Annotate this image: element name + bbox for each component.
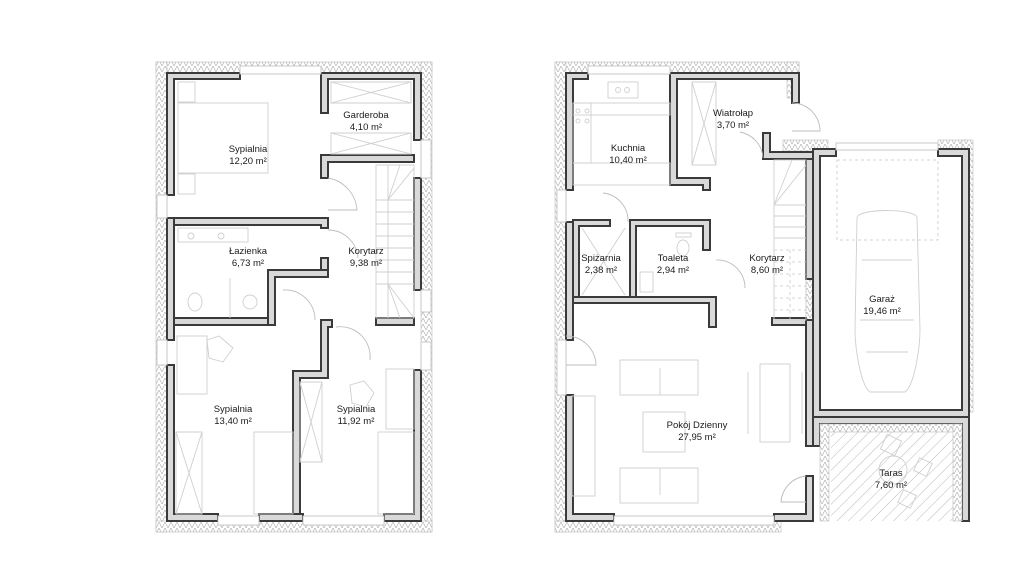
room-name: Garderoba bbox=[343, 110, 389, 121]
room-name: Łazienka bbox=[228, 246, 268, 257]
room-name: Korytarz bbox=[348, 246, 384, 257]
room-label-sypialnia-1: Sypialnia 12,20 m² bbox=[229, 144, 268, 168]
room-name: Wiatrołap bbox=[712, 108, 754, 119]
room-name: Garaż bbox=[869, 294, 895, 305]
room-area: 11,92 m² bbox=[337, 416, 375, 427]
upper-floor-plan bbox=[155, 61, 433, 533]
room-name: Sypialnia bbox=[228, 144, 268, 155]
room-label-korytarz-ground: Korytarz 8,60 m² bbox=[749, 253, 784, 277]
room-label-sypialnia-2: Sypialnia 13,40 m² bbox=[214, 404, 253, 428]
room-area: 8,60 m² bbox=[750, 265, 784, 276]
room-name: Toaleta bbox=[657, 253, 689, 264]
room-label-lazienka: Łazienka 6,73 m² bbox=[229, 246, 267, 270]
room-name: Sypialnia bbox=[336, 404, 376, 415]
room-area: 10,40 m² bbox=[609, 155, 647, 166]
room-label-pokoj-dzienny: Pokój Dzienny 27,95 m² bbox=[667, 420, 728, 444]
room-name: Pokój Dzienny bbox=[666, 420, 728, 431]
room-label-toaleta: Toaleta 2,94 m² bbox=[657, 253, 689, 277]
room-name: Kuchnia bbox=[610, 143, 646, 154]
room-label-kuchnia: Kuchnia 10,40 m² bbox=[609, 143, 647, 167]
room-area: 12,20 m² bbox=[229, 156, 267, 167]
room-area: 2,38 m² bbox=[584, 265, 618, 276]
room-area: 4,10 m² bbox=[349, 122, 383, 133]
room-label-garderoba: Garderoba 4,10 m² bbox=[343, 110, 388, 134]
room-label-garaz: Garaż 19,46 m² bbox=[863, 294, 901, 318]
ground-floor-plan bbox=[554, 61, 974, 533]
room-name: Taras bbox=[879, 468, 903, 479]
room-name: Korytarz bbox=[749, 253, 785, 264]
room-area: 3,70 m² bbox=[716, 120, 750, 131]
room-area: 7,60 m² bbox=[874, 480, 908, 491]
room-area: 13,40 m² bbox=[214, 416, 252, 427]
room-area: 19,46 m² bbox=[863, 306, 901, 317]
room-name: Sypialnia bbox=[213, 404, 253, 415]
room-area: 9,38 m² bbox=[349, 258, 383, 269]
room-area: 6,73 m² bbox=[231, 258, 265, 269]
room-label-spizarnia: Spiżarnia 2,38 m² bbox=[581, 253, 621, 277]
room-label-wiatrolap: Wiatrołap 3,70 m² bbox=[713, 108, 753, 132]
room-label-taras: Taras 7,60 m² bbox=[875, 468, 907, 492]
room-area: 27,95 m² bbox=[678, 432, 716, 443]
room-label-sypialnia-3: Sypialnia 11,92 m² bbox=[337, 404, 376, 428]
room-label-korytarz-upper: Korytarz 9,38 m² bbox=[348, 246, 383, 270]
room-area: 2,94 m² bbox=[656, 265, 690, 276]
room-name: Spiżarnia bbox=[581, 253, 621, 264]
